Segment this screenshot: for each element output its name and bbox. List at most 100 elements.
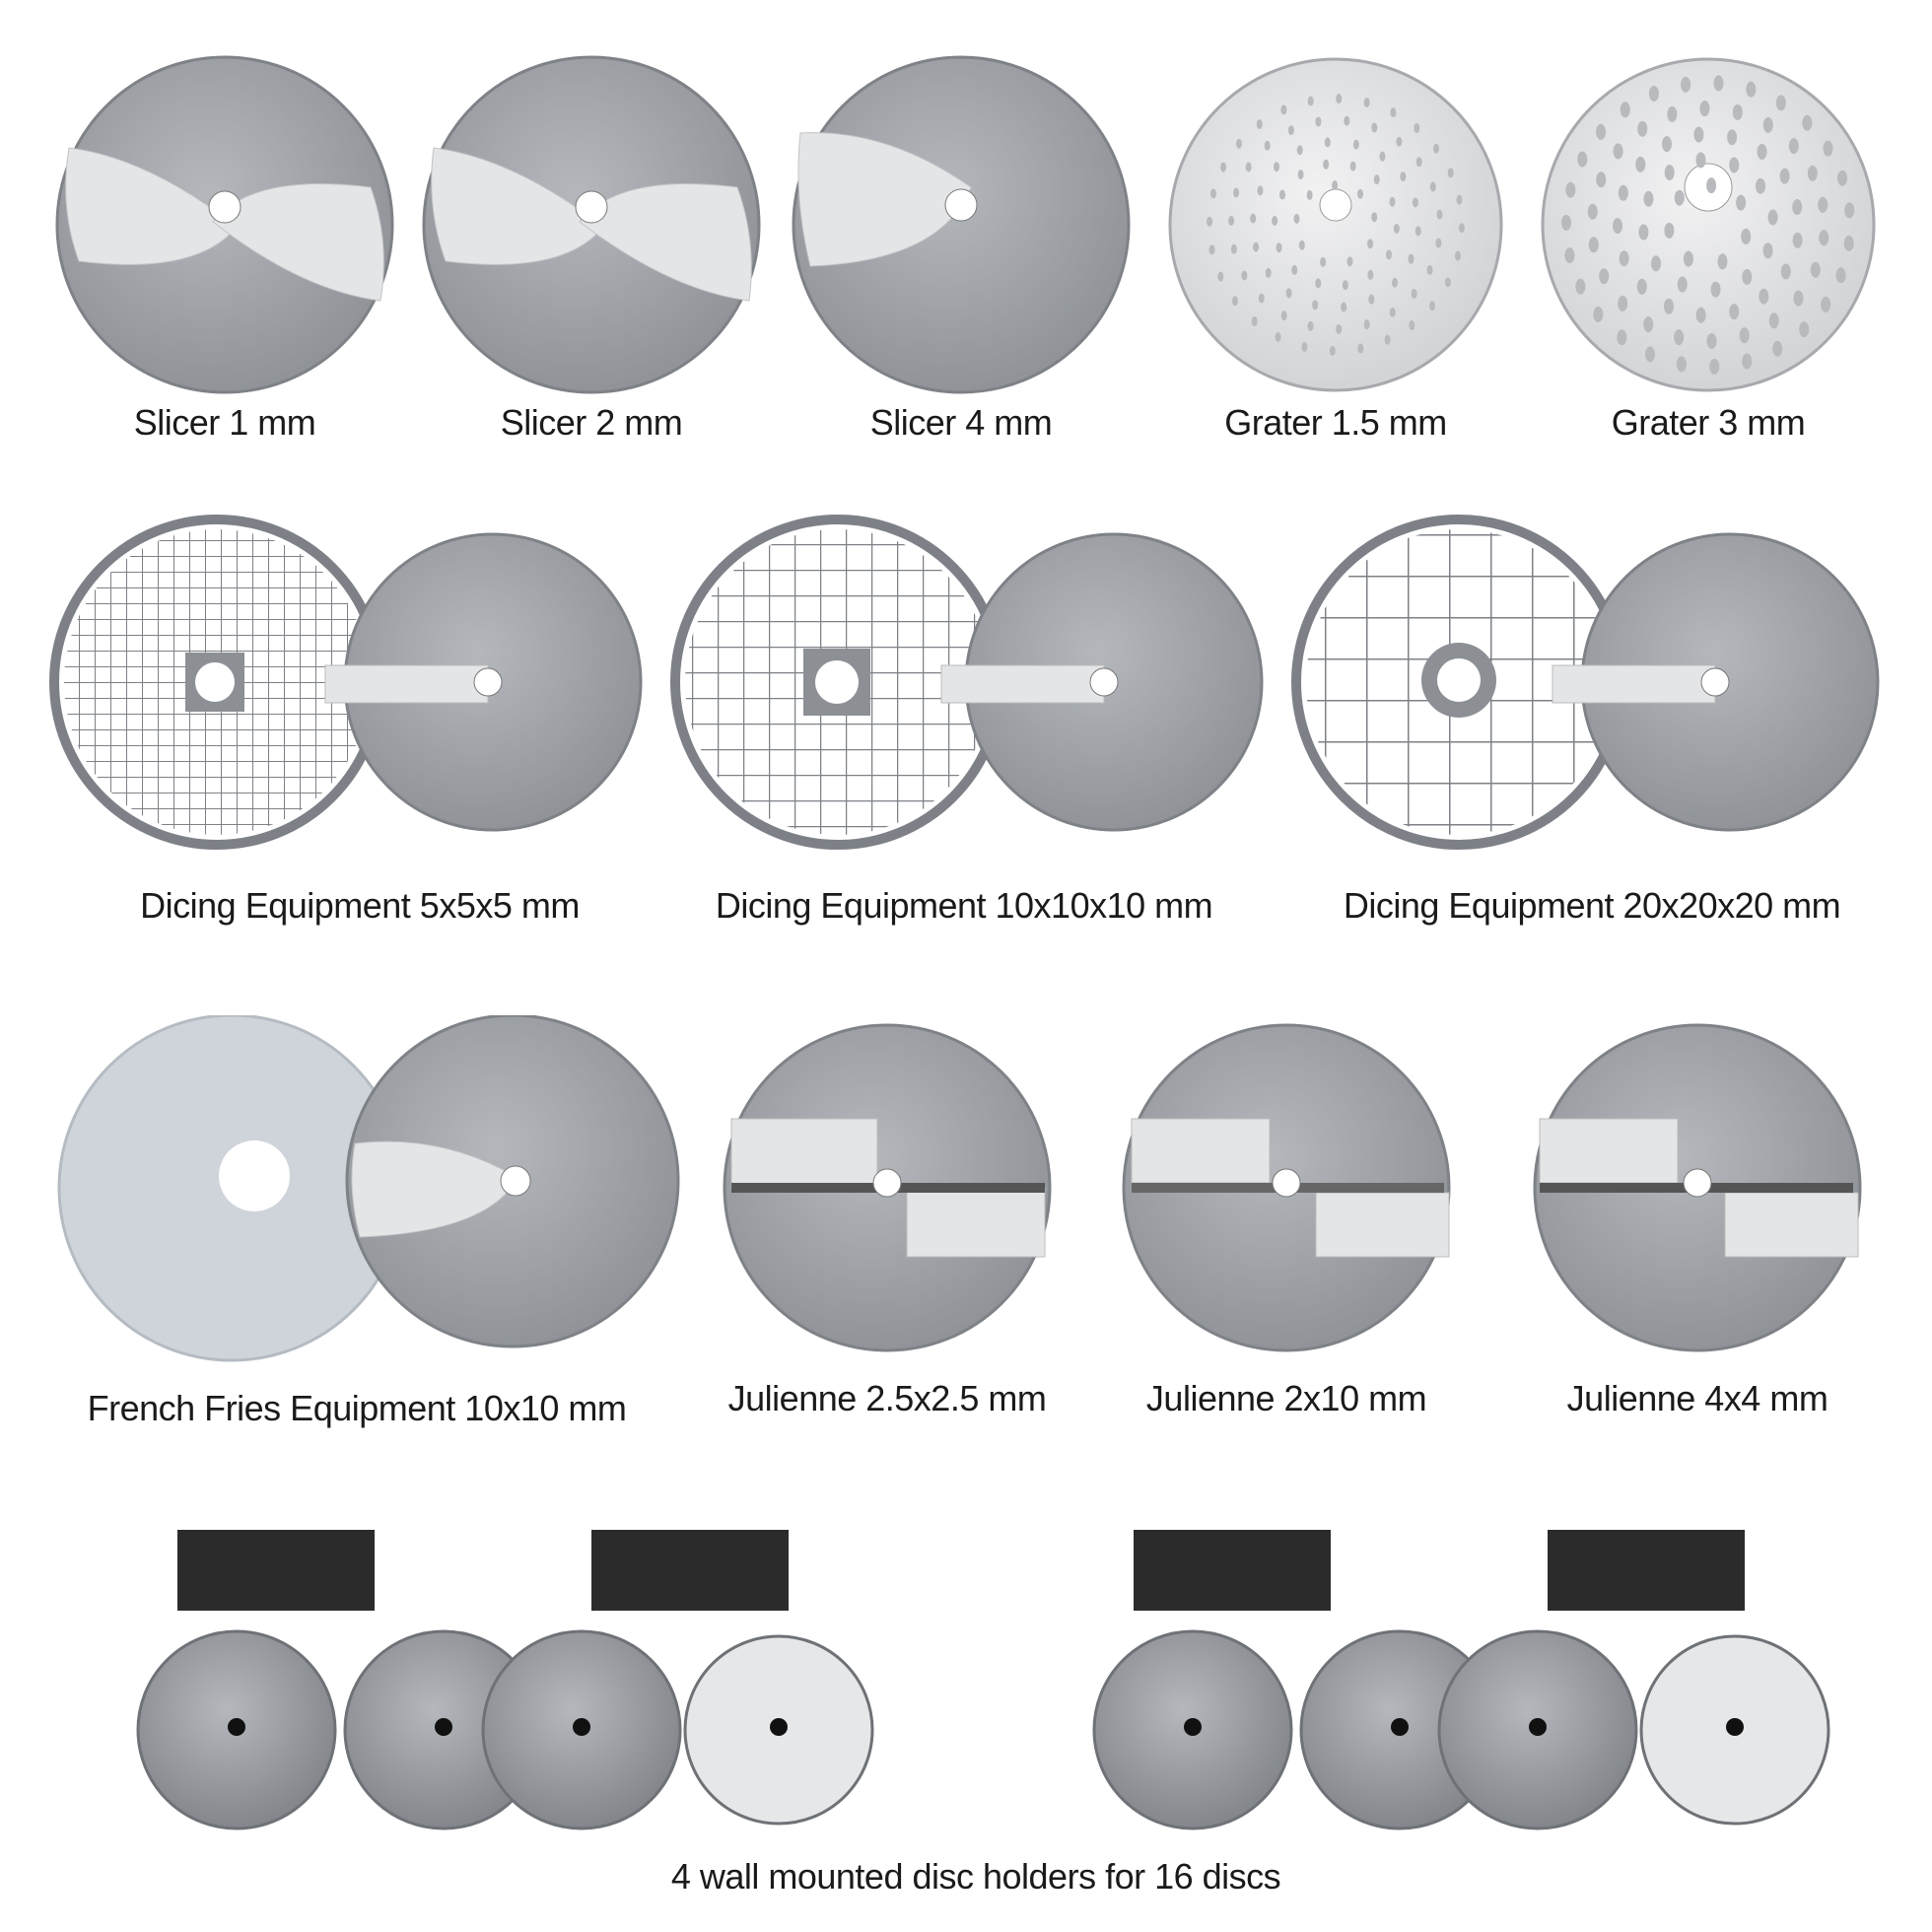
- disc-hub: [573, 1718, 590, 1736]
- grater-hole: [1717, 253, 1728, 270]
- grater-hole: [1772, 340, 1783, 357]
- grater-hole: [1762, 242, 1773, 259]
- grater-hole: [1341, 302, 1347, 312]
- grater-hole: [1695, 307, 1706, 323]
- grater-hole: [1788, 138, 1799, 155]
- disc-hub: [228, 1718, 245, 1736]
- grater-hole: [1336, 94, 1343, 104]
- grater-hole: [1618, 184, 1628, 201]
- grater-hole: [1390, 107, 1397, 118]
- grater-hole: [1342, 280, 1348, 291]
- label-french-fries: French Fries Equipment 10x10 mm: [87, 1388, 627, 1428]
- grater-hole: [1273, 162, 1279, 172]
- grater-hole: [1674, 329, 1685, 346]
- grater-hole: [1253, 242, 1260, 252]
- grater-hole: [1844, 202, 1855, 219]
- grater-hole: [1664, 222, 1675, 239]
- grater-hole: [1674, 189, 1685, 206]
- grater-hole: [1727, 129, 1738, 146]
- grater-hole: [1250, 213, 1257, 224]
- grater-hole: [1436, 209, 1443, 220]
- grater-hole: [1729, 157, 1740, 173]
- grater-hole: [1662, 136, 1673, 153]
- grater-hole: [1596, 123, 1607, 140]
- grater-hole: [1306, 189, 1313, 200]
- grater-hole: [1732, 104, 1743, 120]
- grater-hole: [1759, 288, 1769, 305]
- grater-hole: [1320, 256, 1327, 267]
- grater-hole: [1775, 95, 1786, 111]
- grater-hole: [1635, 156, 1646, 172]
- disc-hub: [1726, 1718, 1744, 1736]
- french-fries-grid-icon: [57, 1015, 680, 1362]
- slicer-disc-icon: [422, 55, 761, 394]
- grater-hole: [1837, 170, 1848, 186]
- grater-hole: [1233, 187, 1240, 198]
- grater-hole: [1433, 143, 1440, 154]
- row3-discs: [57, 1015, 1862, 1362]
- grater-hole: [1256, 118, 1263, 129]
- julienne-disc-icon: [723, 1023, 1052, 1352]
- grater-hole: [1265, 267, 1272, 278]
- grater-hole: [1312, 300, 1319, 310]
- grater-hole: [1384, 334, 1391, 345]
- grater-hole: [1613, 218, 1623, 235]
- dicing-grid-icon: [1291, 515, 1880, 850]
- grater-hole: [1695, 152, 1706, 169]
- grater-hole: [1344, 115, 1350, 126]
- grater-hole: [1676, 356, 1687, 373]
- grater-hole: [1742, 353, 1753, 370]
- grater-hole: [1235, 138, 1242, 149]
- grater-hole: [1619, 250, 1629, 267]
- grater-hole: [1241, 270, 1248, 281]
- grater-hole: [1363, 319, 1370, 330]
- grater-hole: [1275, 331, 1281, 342]
- grater-hole: [1367, 239, 1374, 249]
- wall-bracket: [177, 1530, 375, 1611]
- grater-hole: [1807, 165, 1818, 181]
- julienne-disc-icon: [1122, 1023, 1451, 1352]
- grater-hole: [1412, 197, 1418, 208]
- disc-hub: [1391, 1718, 1409, 1736]
- dicing-row: [0, 493, 1932, 907]
- grater-hole: [1599, 268, 1610, 285]
- label-julienne-4x4: Julienne 4x4 mm: [1566, 1378, 1828, 1418]
- grater-hole: [1596, 172, 1607, 188]
- grater-hole: [1818, 196, 1828, 213]
- grater-disc-icon: [1541, 57, 1876, 392]
- grater-hole: [1245, 162, 1252, 172]
- grater-hole: [1823, 140, 1833, 157]
- grater-hole: [1389, 307, 1396, 317]
- grater-hole: [1561, 214, 1572, 231]
- label-slicer-1mm: Slicer 1 mm: [133, 402, 316, 443]
- wall-disc-holder-icon: [136, 1530, 1830, 1830]
- grater-hole: [1617, 329, 1627, 346]
- grater-hole: [1301, 342, 1308, 353]
- grater-hole: [1409, 320, 1415, 331]
- grater-hole: [1456, 194, 1463, 205]
- grater-hole: [1257, 185, 1264, 196]
- grater-hole: [1414, 122, 1420, 133]
- grater-hole: [1307, 96, 1314, 106]
- dicing-grid-icon: [670, 515, 1264, 850]
- grater-hole: [1332, 180, 1339, 191]
- grater-hole: [1258, 293, 1265, 304]
- grater-hole: [1667, 105, 1678, 122]
- grater-hole: [1458, 223, 1465, 234]
- grater-hole: [1643, 316, 1654, 333]
- grater-hole: [1278, 189, 1285, 200]
- grater-hole: [1393, 224, 1400, 235]
- grater-hole: [1710, 281, 1721, 298]
- label-dicing-20: Dicing Equipment 20x20x20 mm: [1343, 885, 1841, 926]
- grater-hole: [1429, 301, 1436, 311]
- grater-hole: [1296, 145, 1303, 156]
- grater-hole: [1793, 290, 1804, 307]
- grater-hole: [1810, 261, 1821, 278]
- grater-hole: [1324, 137, 1331, 148]
- slicer-disc-icon: [792, 55, 1131, 394]
- label-grater-3mm: Grater 3 mm: [1611, 402, 1806, 443]
- grater-hole: [1768, 312, 1779, 329]
- grater-hole: [1352, 139, 1359, 150]
- grater-hole: [1756, 177, 1766, 194]
- grater-hole: [1336, 323, 1343, 334]
